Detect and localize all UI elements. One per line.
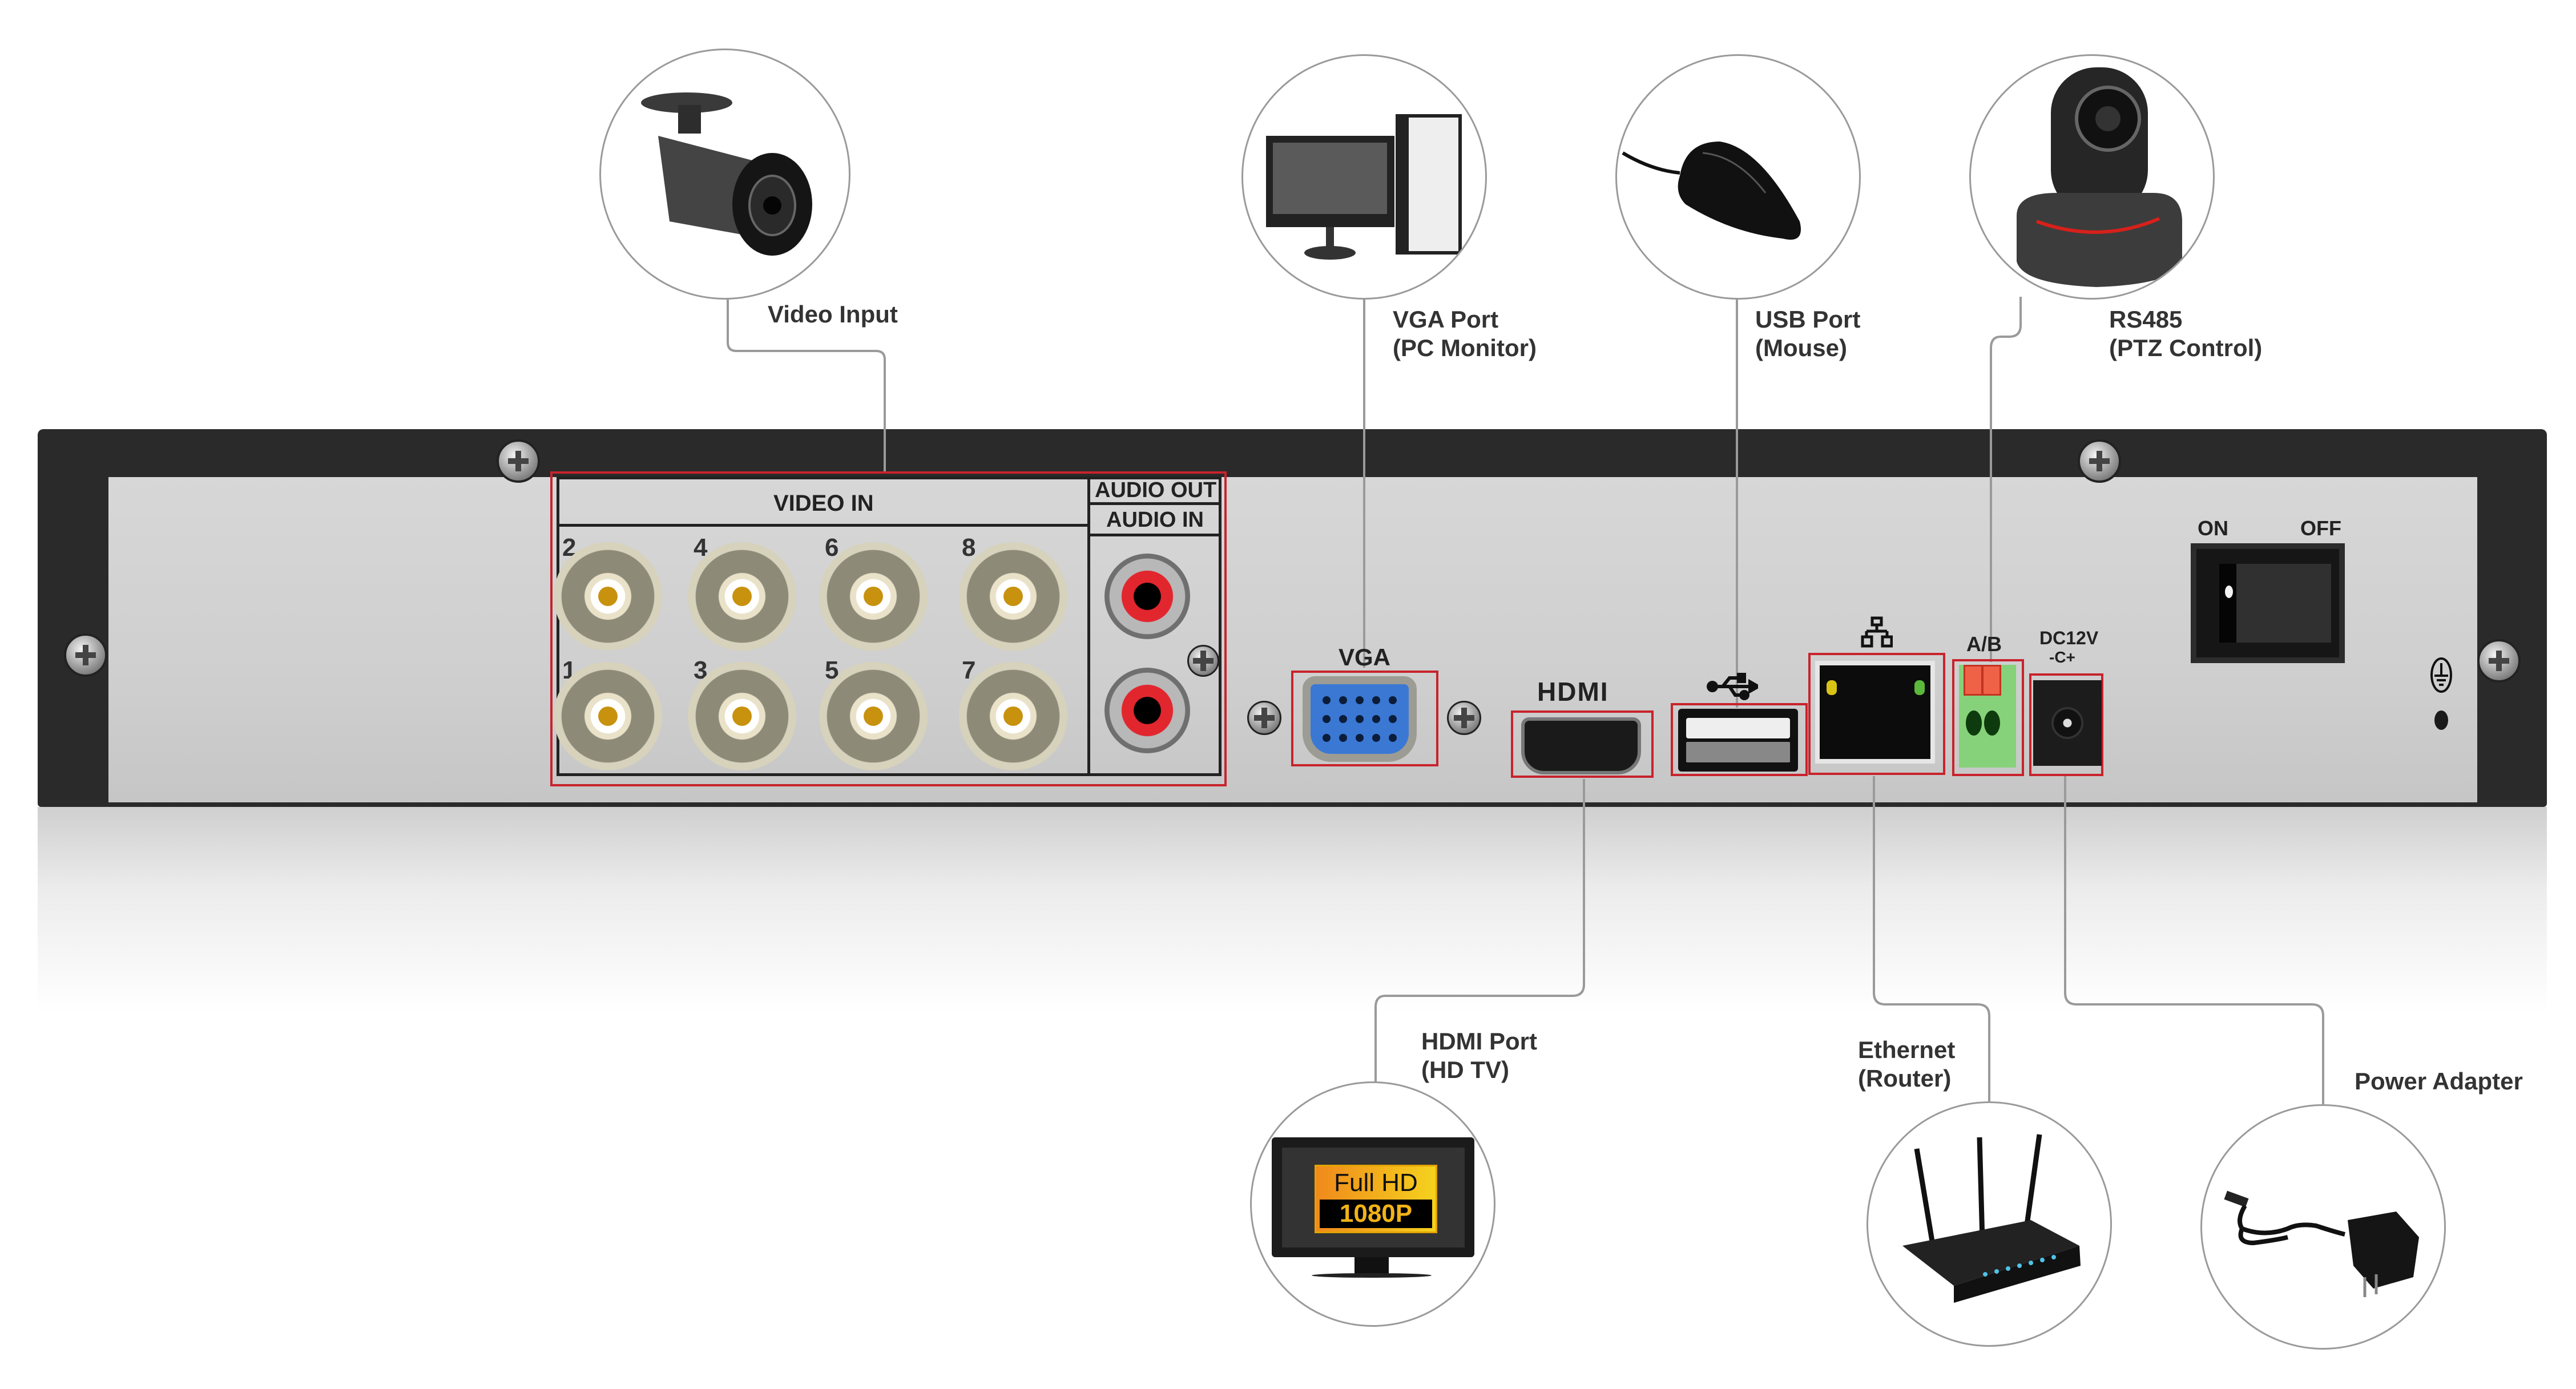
- vga-label: VGA: [1339, 644, 1391, 671]
- hdmi-port-label-line1: HDMI Port: [1421, 1028, 1537, 1055]
- video-input-device-circle: [599, 49, 850, 300]
- power-rocker: [2219, 564, 2331, 643]
- bnc-video-in-8[interactable]: [959, 542, 1067, 651]
- terminal-b[interactable]: [1984, 710, 2000, 736]
- audio-header-rule: [1090, 502, 1222, 505]
- switch-on-label: ON: [2198, 516, 2228, 540]
- hdmi-device-circle: Full HD 1080P: [1250, 1081, 1495, 1327]
- terminal-release-tab: [1982, 665, 2001, 696]
- rs485-highlight: [1952, 659, 2024, 776]
- channel-number: 8: [962, 534, 976, 562]
- switch-off-label: OFF: [2300, 516, 2341, 540]
- power-device-circle: [2200, 1104, 2446, 1350]
- vga-jackscrew: [1247, 701, 1281, 735]
- leader-video-input: [727, 297, 886, 474]
- ethernet-port[interactable]: [1815, 661, 1935, 764]
- video-in-label: VIDEO IN: [773, 491, 874, 516]
- rs485-terminal-block[interactable]: [1959, 665, 2016, 768]
- wireless-router-icon: [1902, 1134, 2081, 1303]
- audio-out-label: AUDIO OUT: [1095, 478, 1217, 502]
- ptz-camera-icon: [2017, 67, 2182, 287]
- ethernet-highlight: [1808, 653, 1945, 775]
- bnc-video-in-4[interactable]: [688, 542, 796, 651]
- panel-screw: [1187, 645, 1219, 677]
- mouse-icon: [1622, 142, 1801, 240]
- vga-port-label-line2: (PC Monitor): [1393, 334, 1537, 361]
- chassis-screw: [497, 439, 540, 483]
- usb-port[interactable]: [1678, 709, 1798, 772]
- chassis-screw: [64, 633, 107, 677]
- usb-port-label-line1: USB Port: [1755, 306, 1861, 333]
- terminal-a[interactable]: [1966, 710, 1982, 736]
- power-adapter-icon: [2224, 1190, 2419, 1297]
- tv-screen-text-full-hd: Full HD: [1334, 1169, 1418, 1197]
- power-adapter-label: Power Adapter: [2355, 1068, 2523, 1095]
- hd-tv-icon: Full HD 1080P: [1272, 1137, 1474, 1257]
- tv-screen-text-1080p: 1080P: [1320, 1200, 1432, 1228]
- hdmi-port[interactable]: [1521, 717, 1641, 774]
- dc12v-label: DC12V: [2039, 628, 2099, 648]
- bnc-video-in-2[interactable]: [554, 542, 662, 651]
- bnc-video-in-7[interactable]: [959, 662, 1067, 770]
- ethernet-device-circle: [1867, 1101, 2112, 1347]
- dc-polarity-icon: -C+: [2049, 648, 2075, 666]
- ground-screw-hole: [2434, 710, 2448, 730]
- vga-port[interactable]: [1303, 676, 1417, 762]
- ethernet-label-line1: Ethernet: [1858, 1036, 1956, 1063]
- video-header-rule: [559, 524, 1087, 527]
- hdmi-label: HDMI: [1537, 677, 1609, 706]
- bullet-camera-icon: [641, 92, 812, 256]
- audio-in-label: AUDIO IN: [1106, 508, 1204, 532]
- floor-reflection: [38, 807, 2547, 1012]
- vga-highlight: [1291, 671, 1438, 766]
- leader-power: [2064, 776, 2324, 1107]
- vga-jackscrew: [1447, 701, 1481, 735]
- audio-divider: [1087, 477, 1090, 776]
- network-icon: [1861, 616, 1893, 648]
- rs485-label-line2: (PTZ Control): [2109, 334, 2263, 361]
- video-input-label: Video Input: [768, 301, 898, 328]
- usb-device-circle: [1615, 54, 1861, 300]
- ethernet-label-line2: (Router): [1858, 1065, 1952, 1092]
- usb-icon: [1707, 673, 1758, 700]
- usb-highlight: [1671, 703, 1808, 776]
- bnc-video-in-1[interactable]: [554, 662, 662, 770]
- power-indicator-dot: [2225, 586, 2233, 598]
- rs485-device-circle: [1969, 54, 2215, 300]
- leader-hdmi: [1374, 779, 1585, 1084]
- hdmi-port-label-line2: (HD TV): [1421, 1056, 1509, 1083]
- activity-led: [1914, 680, 1925, 695]
- usb-port-label-line2: (Mouse): [1755, 334, 1847, 361]
- video-audio-highlight: [550, 471, 1227, 786]
- chassis-screw: [2477, 639, 2521, 683]
- video-audio-frame: [557, 477, 1222, 776]
- rca-audio-in[interactable]: [1104, 668, 1190, 753]
- dc-power-jack[interactable]: [2033, 680, 2102, 766]
- bnc-video-in-5[interactable]: [819, 662, 928, 770]
- rca-audio-out[interactable]: [1104, 554, 1190, 639]
- leader-ethernet: [1873, 776, 1990, 1101]
- desktop-computer-icon: [1266, 114, 1462, 260]
- power-switch[interactable]: [2191, 543, 2345, 663]
- ground-icon: [2430, 657, 2452, 693]
- rs485-label-line1: RS485: [2109, 306, 2183, 333]
- audio-header-rule: [1090, 534, 1222, 536]
- vga-port-label-line1: VGA Port: [1393, 306, 1499, 333]
- chassis-screw: [2078, 439, 2121, 483]
- hdmi-highlight: [1511, 710, 1654, 778]
- terminal-release-tab: [1964, 665, 1983, 696]
- dc-power-highlight: [2029, 673, 2103, 776]
- vga-device-circle: [1241, 54, 1487, 300]
- bnc-video-in-3[interactable]: [688, 662, 796, 770]
- bnc-video-in-6[interactable]: [819, 542, 928, 651]
- rs485-ab-label: A/B: [1966, 632, 2002, 656]
- leader-rs485: [1990, 297, 2022, 662]
- link-led: [1827, 680, 1837, 695]
